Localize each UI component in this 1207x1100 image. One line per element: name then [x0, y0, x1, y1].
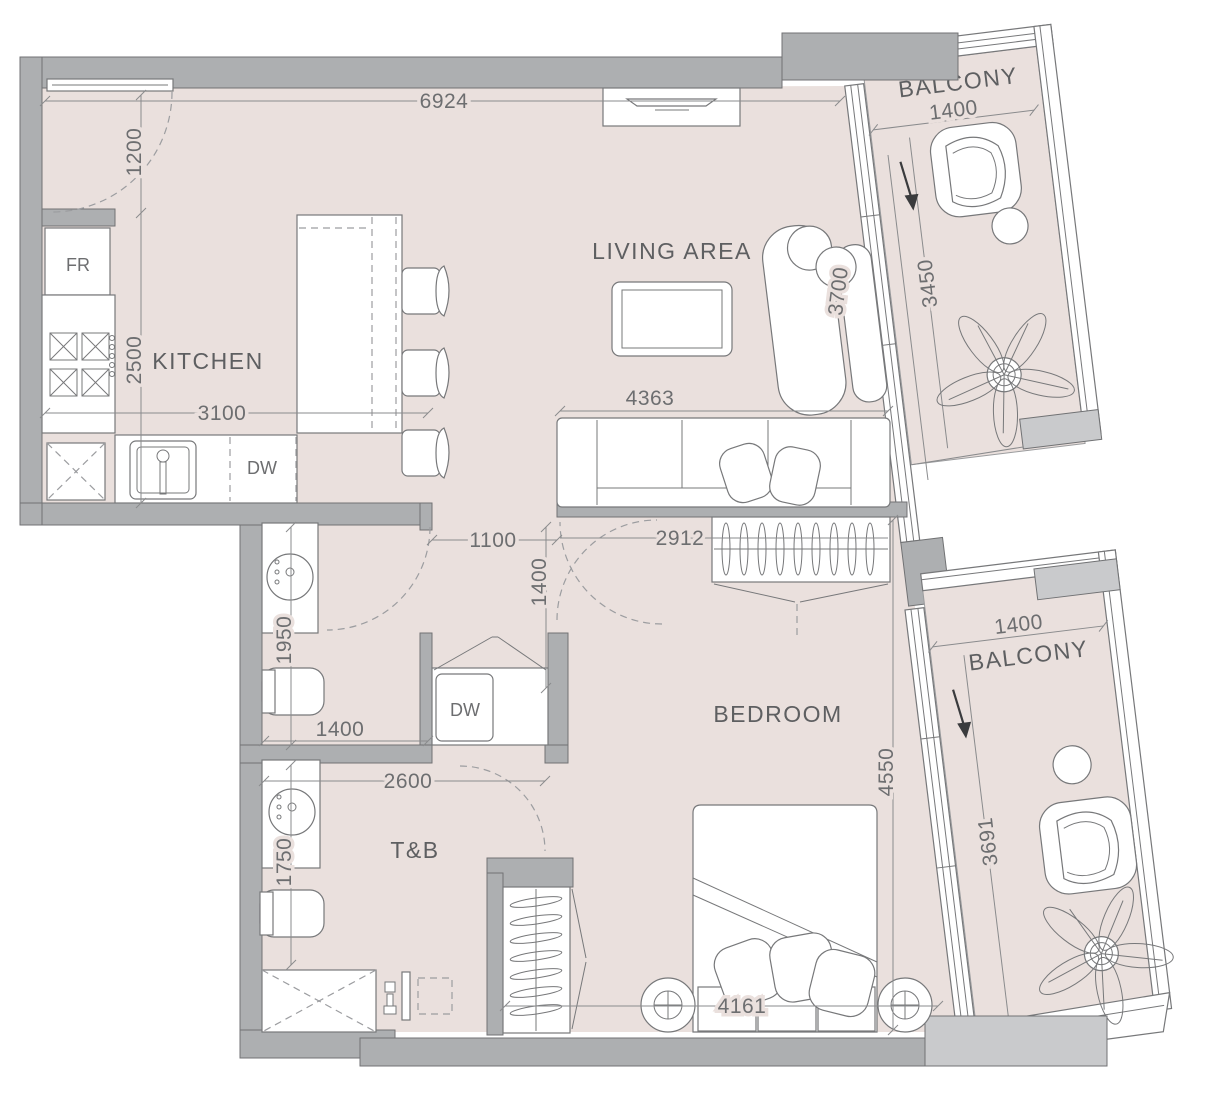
shower-mixer: [383, 981, 397, 1015]
bedroom-window-wall: [904, 607, 976, 1030]
dim-tnb-depth: 1750: [273, 838, 296, 887]
wall-bottom-right-block: [924, 1015, 1108, 1067]
chaise-lounge: [762, 224, 888, 416]
tnb-basin: [268, 788, 316, 836]
balcony-upper-end-block: [1019, 408, 1103, 450]
dim-entry: 1200: [123, 128, 146, 177]
wall-bottom: [359, 1037, 933, 1067]
nightstand-right: [877, 977, 933, 1033]
bedroom-door-swing: [559, 521, 663, 625]
closet-vertical: [502, 886, 587, 1034]
fridge-label: FR: [66, 255, 90, 275]
coffee-table: [611, 281, 733, 357]
powder-toilet: [261, 667, 325, 716]
wall-powder-tnb: [239, 744, 433, 764]
fridge: [44, 227, 111, 296]
plant-lower-balcony: [1039, 886, 1174, 1025]
tv-console: [602, 87, 741, 127]
plant-upper-balcony: [936, 313, 1075, 448]
dim-powder-width: 1400: [316, 718, 365, 741]
living-area: LIVING AREA: [556, 87, 891, 508]
shower-glass: [401, 971, 411, 1021]
closet-dw-label: DW: [450, 700, 480, 720]
stove-burners: [49, 332, 115, 397]
side-table-lower-balcony: [1052, 745, 1092, 785]
shower-drain-zone: [417, 977, 453, 1015]
living-label: LIVING AREA: [592, 238, 752, 264]
nightstand-left: [640, 977, 696, 1033]
stove-counter: [41, 294, 116, 434]
laundry-closet: DW: [431, 636, 549, 746]
dim-powder-depth: 1950: [273, 616, 296, 665]
dim-sofa: 4363: [626, 387, 675, 410]
powder-room: [261, 522, 325, 716]
wall-left-lower: [239, 524, 263, 1036]
armchair-lower-balcony: [1038, 796, 1138, 895]
dim-kitchen-width: 3100: [198, 402, 247, 425]
sofa: [556, 417, 891, 508]
wall-fridge-nook: [41, 208, 116, 227]
hall: DW: [326, 519, 663, 746]
powder-basin: [266, 553, 314, 601]
wall-closet-right: [547, 632, 569, 748]
balcony-lower-group: 1400 BALCONY 3691: [904, 549, 1174, 1057]
wall-tnb-stub: [544, 744, 569, 764]
dim-top: 6924: [420, 90, 469, 113]
shower: [261, 969, 453, 1033]
wall-left: [19, 56, 43, 526]
dim-bedroom-width: 4161: [718, 995, 767, 1018]
bedroom-label: BEDROOM: [713, 701, 842, 727]
island-stools: [401, 265, 450, 479]
wall-stub-hall: [419, 502, 433, 531]
entrance-door: [46, 78, 174, 213]
balcony-upper-group: BALCONY 1400 3450: [844, 23, 1103, 607]
dimensions: 6924 1200 2500 3100 4363 3700 1100 1400 …: [39, 87, 944, 1036]
kitchen-sink: [129, 440, 197, 500]
wall-top-right-column: [781, 32, 959, 81]
dishwasher-label: DW: [247, 458, 277, 478]
dim-tnb-width: 2600: [384, 770, 433, 793]
tnb-label: T&B: [390, 837, 439, 863]
kitchen-shaft: [46, 442, 106, 501]
kitchen-island: [296, 214, 403, 434]
tnb-door-swing: [459, 765, 546, 852]
dim-living-wall: 2912: [656, 527, 705, 550]
wall-hall-divider: [41, 502, 433, 526]
armchair-upper-balcony: [929, 121, 1022, 218]
tnb-toilet: [259, 889, 325, 938]
wall-closet-left: [419, 632, 433, 748]
bedroom: BEDROOM: [502, 516, 933, 1034]
dim-bedroom-door: 1400: [528, 558, 551, 607]
balcony-lower-end-block: [1033, 558, 1121, 601]
kitchen: FR DW: [41, 214, 450, 504]
kitchen-label: KITCHEN: [152, 348, 263, 374]
door-slide-arrow-upper: [899, 161, 919, 211]
wardrobe: [711, 516, 891, 636]
door-slide-arrow-lower: [952, 689, 972, 739]
dim-bedroom-depth: 4550: [875, 748, 898, 797]
dim-hall-opening: 1100: [469, 529, 516, 552]
side-table-upper-balcony: [991, 207, 1029, 245]
dim-kitchen-depth: 2500: [123, 336, 146, 385]
bed: [692, 804, 878, 1033]
